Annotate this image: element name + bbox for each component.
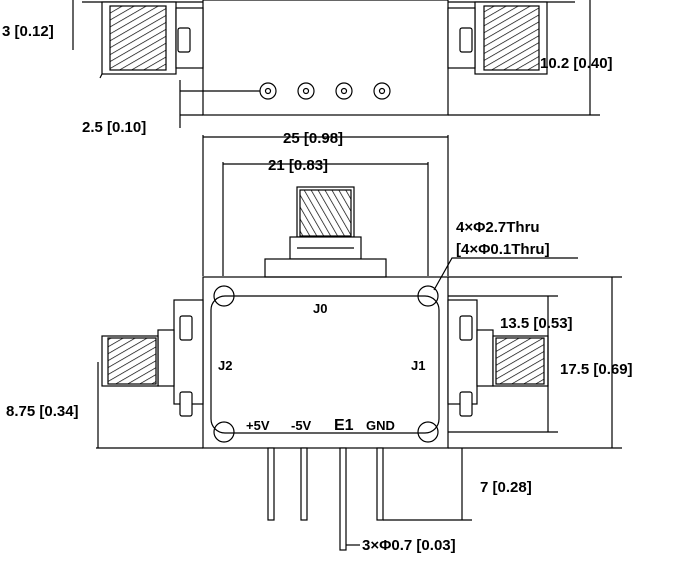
mount-hole [417,285,439,307]
dim-8-75-label: 8.75 [0.34] [6,403,79,420]
dim-13-5-label: 13.5 [0.53] [500,315,573,332]
right-sma-connector [447,299,549,417]
hole-callout-line1: 4×Φ2.7Thru [456,219,540,236]
dim-3-label: 3 [0.12] [2,23,54,40]
dim-21-label: 21 [0.83] [268,157,328,174]
top-view-body [202,0,449,116]
labels: 3 [0.12] 10.2 [0.40] 2.5 [0.10] 25 [0.98… [2,23,633,554]
pin-gnd-label: GND [366,418,395,433]
port-j1-label: J1 [411,358,425,373]
hole-callout-line2: [4×Φ0.1Thru] [456,241,550,258]
top-sma-connector [264,186,387,278]
top-left-connector [99,1,204,79]
dim-17-5-label: 17.5 [0.69] [560,361,633,378]
pins [267,447,384,551]
pin-e1-label: E1 [334,417,354,434]
top-right-connector [447,1,548,75]
dim-25-label: 25 [0.98] [283,130,343,147]
dim-pin-dia-label: 3×Φ0.7 [0.03] [362,537,456,554]
dim-10-2-label: 10.2 [0.40] [540,55,613,72]
pin-holes [259,82,391,100]
pin-minus5v-label: -5V [291,418,312,433]
top-view [72,0,600,128]
mount-hole [213,421,235,443]
front-view [96,135,622,551]
dim-7-label: 7 [0.28] [480,479,532,496]
pin-plus5v-label: +5V [246,418,270,433]
mount-hole [213,285,235,307]
port-j2-label: J2 [218,358,232,373]
hole-leader [433,257,578,291]
device-cover [210,295,440,434]
dim-2-5-label: 2.5 [0.10] [82,119,146,136]
mount-hole [417,421,439,443]
port-j0-label: J0 [313,301,327,316]
left-sma-connector [101,299,204,417]
